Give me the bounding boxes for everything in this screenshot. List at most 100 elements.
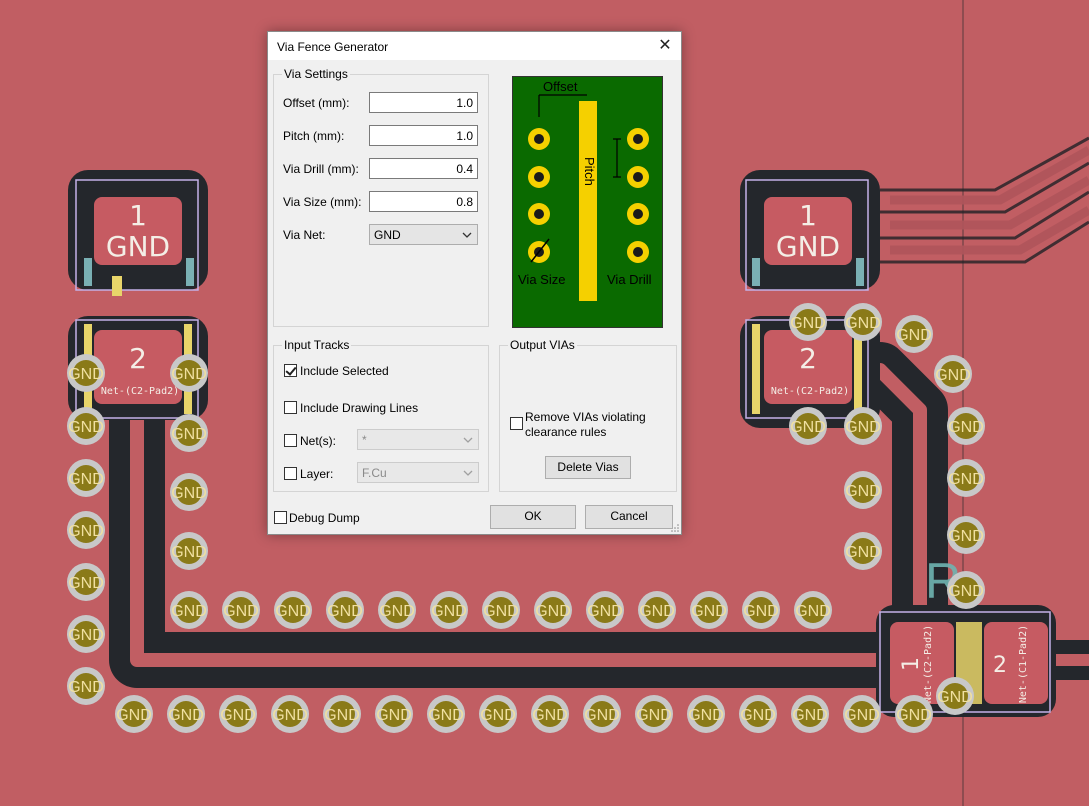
via[interactable]: GND [531,695,569,733]
via[interactable]: GND [635,695,673,733]
cancel-button[interactable]: Cancel [585,505,673,529]
via[interactable]: GND [843,695,881,733]
close-icon[interactable]: ✕ [658,37,672,54]
via[interactable]: GND [67,667,105,705]
via[interactable]: GND [375,695,413,733]
via[interactable]: GND [844,471,882,509]
via[interactable]: GND [67,563,105,601]
via[interactable]: GND [222,591,260,629]
preview-pitch-label: Pitch [582,157,597,186]
via[interactable]: GND [844,303,882,341]
via-net-label: GND [168,707,204,724]
pitch-input[interactable]: 1.0 [369,125,478,146]
remove-vias-label: Remove VIAs violating clearance rules [525,410,646,440]
via[interactable]: GND [430,591,468,629]
pad-label-r2-2: 2 [993,653,1007,678]
pad-label-gnd-right: GND [776,230,840,263]
via[interactable]: GND [67,615,105,653]
via[interactable]: GND [947,571,985,609]
via-fence: GND GND GND GND GND GND GND GND GND GND GND GND GND G… [67,303,985,733]
via-net-label: GND [324,707,360,724]
debug-dump-checkbox[interactable] [274,511,287,524]
via[interactable]: GND [326,591,364,629]
include-selected-label: Include Selected [300,364,389,378]
via[interactable]: GND [934,355,972,393]
include-drawing-lines-checkbox[interactable] [284,401,297,414]
offset-label: Offset (mm): [283,96,350,110]
via-size-input[interactable]: 0.8 [369,191,478,212]
resize-grip-icon[interactable] [671,524,679,532]
via-net-label: GND [935,367,971,384]
via[interactable]: GND [378,591,416,629]
input-tracks-title: Input Tracks [282,338,352,352]
via-net-label: GND [171,366,207,383]
via[interactable]: GND [67,354,105,392]
via[interactable]: GND [947,459,985,497]
via[interactable]: GND [739,695,777,733]
remove-vias-checkbox[interactable] [510,417,523,430]
via[interactable]: GND [742,591,780,629]
chevron-down-icon [463,470,473,476]
nets-select[interactable]: * [357,429,479,450]
via[interactable]: GND [844,532,882,570]
ok-button[interactable]: OK [490,505,576,529]
via[interactable]: GND [534,591,572,629]
via[interactable]: GND [482,591,520,629]
via-hole [953,465,979,491]
via[interactable]: GND [789,303,827,341]
via[interactable]: GND [274,591,312,629]
via[interactable]: GND [323,695,361,733]
layer-select[interactable]: F.Cu [357,462,479,483]
via[interactable]: GND [170,354,208,392]
via[interactable]: GND [170,591,208,629]
via[interactable]: GND [947,516,985,554]
via[interactable]: GND [67,407,105,445]
via-hole [795,309,821,335]
via[interactable]: GND [427,695,465,733]
preview-track [579,101,597,301]
via[interactable]: GND [936,677,974,715]
via-net-label: GND [428,707,464,724]
via[interactable]: GND [690,591,728,629]
via[interactable]: GND [844,407,882,445]
via-drill-input[interactable]: 0.4 [369,158,478,179]
via-net-label: GND [532,707,568,724]
via-net-select[interactable]: GND [369,224,478,245]
via[interactable]: GND [789,407,827,445]
via[interactable]: GND [170,532,208,570]
pad-net-r2-1: Net-(C2-Pad2) [923,625,934,703]
via[interactable]: GND [583,695,621,733]
component-c2: 1 GND 2 Net-(C2-Pad2) [68,170,208,420]
output-vias-title: Output VIAs [508,338,577,352]
pad-2-left [94,330,182,404]
via[interactable]: GND [687,695,725,733]
via-hole [73,569,99,595]
via[interactable]: GND [67,511,105,549]
via-net-label: GND [68,575,104,592]
via[interactable]: GND [67,459,105,497]
via-hole [436,597,462,623]
via[interactable]: GND [895,315,933,353]
via[interactable]: GND [479,695,517,733]
via[interactable]: GND [271,695,309,733]
dialog-titlebar[interactable]: Via Fence Generator ✕ [268,32,681,60]
layer-checkbox[interactable] [284,467,297,480]
via[interactable]: GND [638,591,676,629]
via[interactable]: GND [170,414,208,452]
via[interactable]: GND [947,407,985,445]
via-net-label: GND [220,707,256,724]
include-selected-checkbox[interactable] [284,364,297,377]
via[interactable]: GND [586,591,624,629]
via[interactable]: GND [794,591,832,629]
component-c1: 1 GND 2 Net-(C2-Pad2) [740,170,880,428]
via[interactable]: GND [167,695,205,733]
delete-vias-button[interactable]: Delete Vias [545,456,631,479]
via-net-label: GND [845,315,881,332]
via[interactable]: GND [170,473,208,511]
via[interactable]: GND [791,695,829,733]
nets-checkbox[interactable] [284,434,297,447]
via[interactable]: GND [115,695,153,733]
via[interactable]: GND [219,695,257,733]
offset-input[interactable]: 1.0 [369,92,478,113]
via[interactable]: GND [895,695,933,733]
